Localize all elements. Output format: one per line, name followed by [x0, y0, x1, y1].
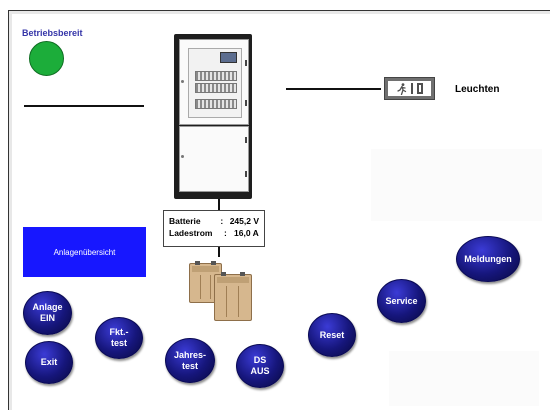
lights-line	[286, 88, 381, 90]
status-led-icon	[29, 41, 64, 76]
anlage-ein-button[interactable]: Anlage EIN	[23, 291, 72, 335]
annual-test-button[interactable]: Jahres- test	[165, 338, 215, 383]
charge-current-row: Ladestrom : 16,0 A	[169, 227, 259, 239]
battery-label: Batterie	[169, 216, 201, 226]
cabinet-lower-door	[179, 126, 249, 192]
cabinet-display	[220, 52, 237, 63]
status-line	[24, 105, 144, 107]
control-screen: Betriebsbereit Batterie : 245,2 V	[8, 10, 550, 410]
cabinet-terminal-strip	[195, 71, 237, 81]
cabinet-upper-door	[179, 39, 249, 125]
control-cabinet-icon	[174, 34, 252, 199]
charge-current-label: Ladestrom	[169, 228, 213, 238]
battery-readout: Batterie : 245,2 V Ladestrom : 16,0 A	[163, 210, 265, 247]
cabinet-latch	[245, 171, 247, 177]
cabinet-readout-line	[218, 199, 220, 210]
function-test-button[interactable]: Fkt.- test	[95, 317, 143, 359]
blank-panel	[389, 351, 539, 406]
ds-aus-button[interactable]: DS AUS	[236, 344, 284, 388]
status-title: Betriebsbereit	[22, 28, 83, 38]
cabinet-latch	[245, 60, 247, 66]
messages-button[interactable]: Meldungen	[456, 236, 520, 282]
cabinet-latch	[245, 100, 247, 106]
readout-battery-line	[218, 247, 220, 257]
exit-button[interactable]: Exit	[25, 341, 73, 384]
system-overview-button[interactable]: Anlagenübersicht	[23, 227, 146, 277]
separator: :	[220, 216, 224, 226]
cabinet-terminal-strip	[195, 99, 237, 109]
exit-sign-bar	[410, 83, 413, 94]
service-button[interactable]: Service	[377, 279, 426, 323]
door-icon	[416, 83, 423, 94]
cabinet-hinge	[181, 80, 184, 83]
cabinet-latch	[245, 137, 247, 143]
reset-button[interactable]: Reset	[308, 313, 356, 357]
battery-icon	[214, 272, 252, 321]
separator: :	[224, 228, 227, 238]
charge-current-value: 16,0 A	[234, 228, 259, 238]
lights-label: Leuchten	[455, 84, 500, 95]
battery-voltage-value: 245,2 V	[229, 216, 259, 226]
cabinet-module	[188, 48, 242, 118]
cabinet-hinge	[181, 155, 184, 158]
blank-panel	[371, 149, 542, 221]
emergency-exit-sign-icon	[384, 77, 435, 100]
running-man-icon	[396, 82, 406, 95]
battery-voltage-row: Batterie : 245,2 V	[169, 215, 259, 227]
cabinet-terminal-strip	[195, 83, 237, 93]
